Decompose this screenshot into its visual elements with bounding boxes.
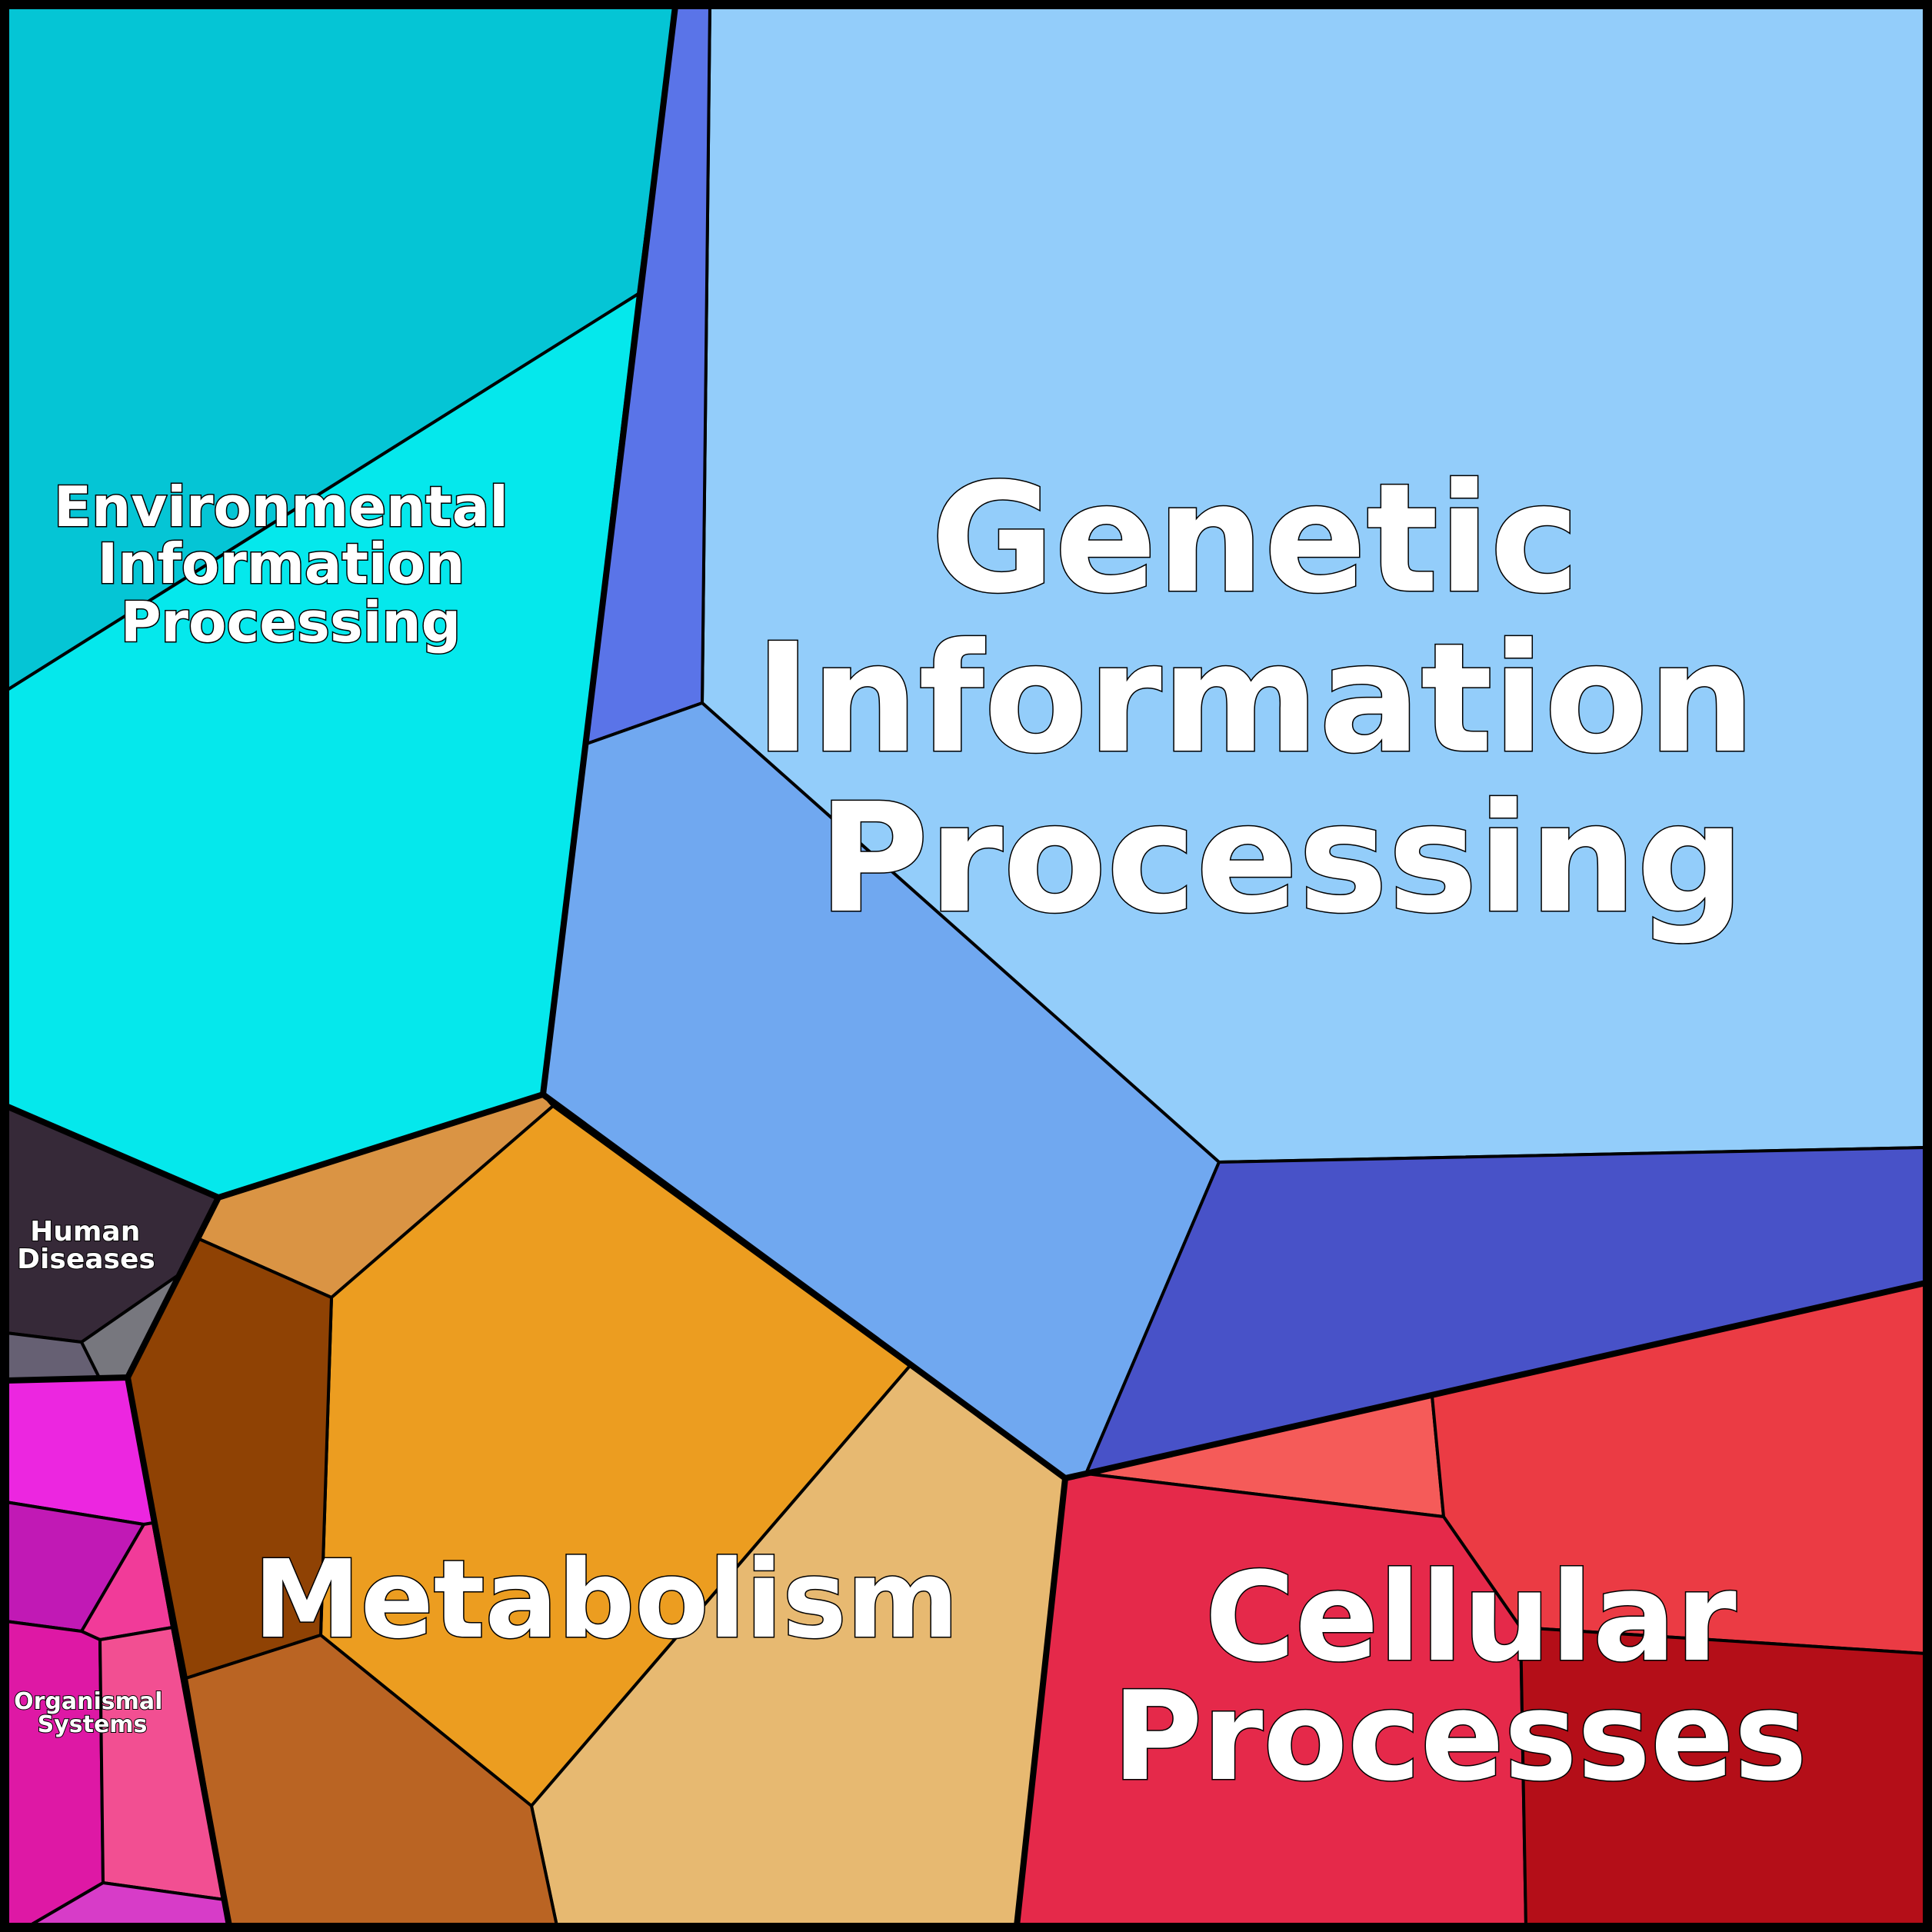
group-borders-layer	[5, 5, 1927, 1927]
label-environmental-information-processing: Environmental Information Processing	[54, 475, 528, 655]
label-metabolism: Metabolism	[253, 1537, 958, 1663]
cells-layer	[5, 5, 1927, 1927]
border-metabolism-genetic	[541, 1091, 1068, 1481]
border-env-metabolism	[217, 1091, 545, 1201]
border-human-metabolism	[125, 1196, 222, 1379]
labels-layer: Genetic Information Processing Environme…	[13, 451, 1808, 1810]
border-env-genetic	[540, 5, 678, 1095]
border-metabolism-cellular	[1014, 1477, 1068, 1927]
label-genetic-information-processing: Genetic Information Processing	[755, 451, 1808, 947]
label-organismal-systems: Organismal Systems	[14, 1688, 171, 1738]
border-metabolism-organismal	[125, 1377, 232, 1927]
border-env-human	[5, 1103, 220, 1201]
cell-organismal-os-4	[5, 1620, 105, 1927]
border-human-organismal	[5, 1374, 128, 1384]
label-human-diseases: Human Diseases	[17, 1216, 155, 1275]
border-genetic-cellular	[1064, 1280, 1927, 1481]
label-cellular-processes: Cellular Processes	[1112, 1545, 1807, 1808]
